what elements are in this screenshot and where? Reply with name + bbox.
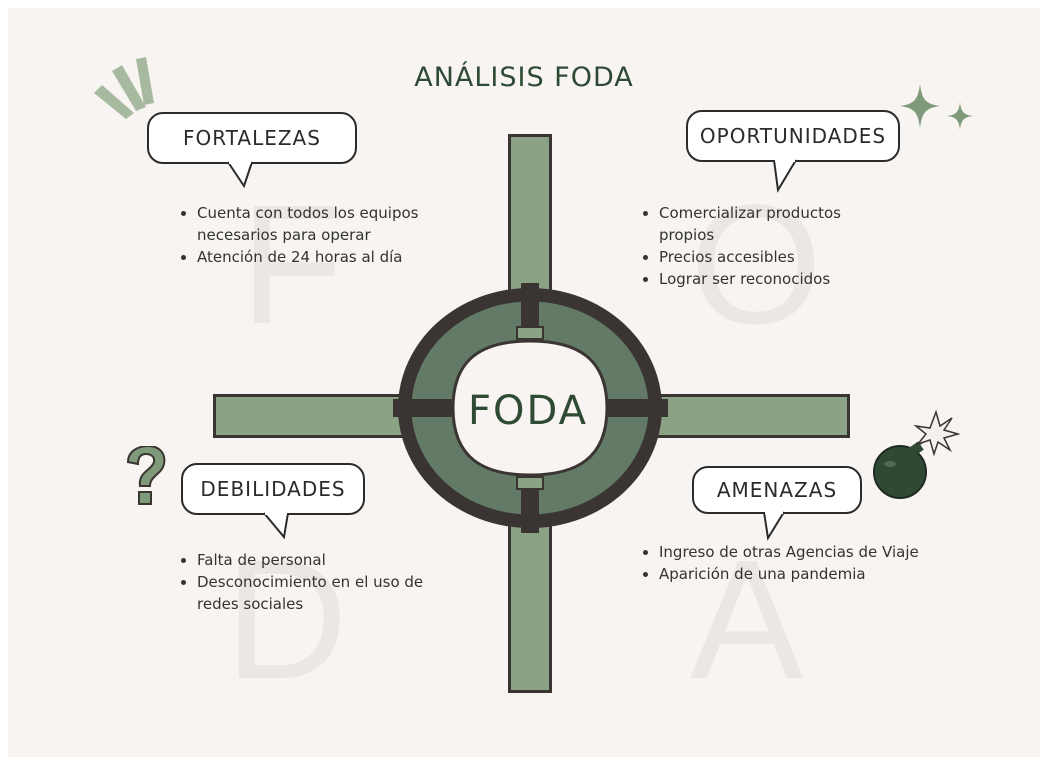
- debilidades-bubble-tail: [263, 511, 289, 540]
- amenazas-bubble-tail: [763, 510, 785, 541]
- fortalezas-list: Cuenta con todos los equipos necesarios …: [175, 202, 457, 268]
- oportunidades-list: Comercializar productos propios Precios …: [637, 202, 889, 290]
- debilidades-list: Falta de personal Desconocimiento en el …: [175, 549, 467, 615]
- oportunidades-bubble: OPORTUNIDADES: [686, 110, 900, 162]
- list-item: Ingreso de otras Agencias de Viaje: [659, 541, 919, 563]
- fortalezas-bubble-tail: [227, 160, 253, 189]
- bar-left: [213, 394, 413, 438]
- debilidades-label: DEBILIDADES: [200, 477, 346, 501]
- list-item: Atención de 24 horas al día: [197, 246, 457, 268]
- page-title: ANÁLISIS FODA: [414, 62, 634, 93]
- list-item: Aparición de una pandemia: [659, 563, 919, 585]
- ghost-letter-d: D: [225, 525, 348, 715]
- center-ring: [393, 283, 668, 533]
- oportunidades-bubble-tail: [773, 158, 797, 193]
- list-item: Desconocimiento en el uso de redes socia…: [197, 571, 467, 615]
- oportunidades-label: OPORTUNIDADES: [699, 124, 887, 148]
- amenazas-label: AMENAZAS: [716, 478, 838, 502]
- list-item: Precios accesibles: [659, 246, 889, 268]
- ghost-letter-o: O: [690, 170, 823, 360]
- list-item: Comercializar productos propios: [659, 202, 889, 246]
- fortalezas-label: FORTALEZAS: [183, 126, 321, 150]
- amenazas-list: Ingreso de otras Agencias de Viaje Apari…: [637, 541, 919, 585]
- debilidades-bubble: DEBILIDADES: [181, 463, 365, 515]
- list-item: Cuenta con todos los equipos necesarios …: [197, 202, 457, 246]
- center-label: FODA: [468, 388, 588, 434]
- fortalezas-bubble: FORTALEZAS: [147, 112, 357, 164]
- ghost-letter-a: A: [690, 525, 804, 715]
- bomb-icon: [873, 409, 961, 499]
- stripes-icon: [94, 57, 154, 119]
- bar-right: [645, 394, 850, 438]
- amenazas-bubble: AMENAZAS: [692, 466, 862, 514]
- ghost-letter-f: F: [240, 170, 344, 360]
- list-item: Lograr ser reconocidos: [659, 268, 889, 290]
- sparkle-icon: [900, 84, 973, 130]
- list-item: Falta de personal: [197, 549, 467, 571]
- question-mark-icon: [126, 446, 166, 505]
